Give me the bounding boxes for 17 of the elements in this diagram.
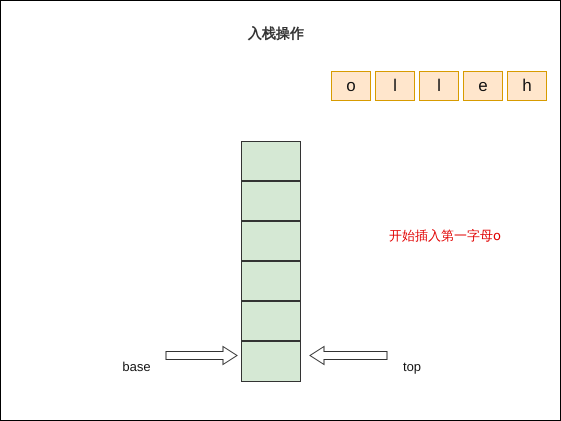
stack-cell [241, 141, 301, 181]
letter-cell: o [331, 71, 371, 101]
stack-cell [241, 341, 301, 382]
hollow-arrow [166, 346, 238, 366]
text-label: top [389, 355, 435, 377]
stack-cell [241, 181, 301, 221]
stack-cell [241, 301, 301, 341]
text-label: base [109, 355, 164, 377]
stack-cell [241, 261, 301, 301]
note-text: 开始插入第一字母o [389, 228, 502, 245]
stack-cell [241, 221, 301, 261]
letter-cell: e [463, 71, 503, 101]
hollow-arrow [309, 346, 388, 366]
letter-cell: l [419, 71, 459, 101]
letter-cell: l [375, 71, 415, 101]
letter-cell: h [507, 71, 547, 101]
title: 入栈操作 [246, 25, 305, 43]
